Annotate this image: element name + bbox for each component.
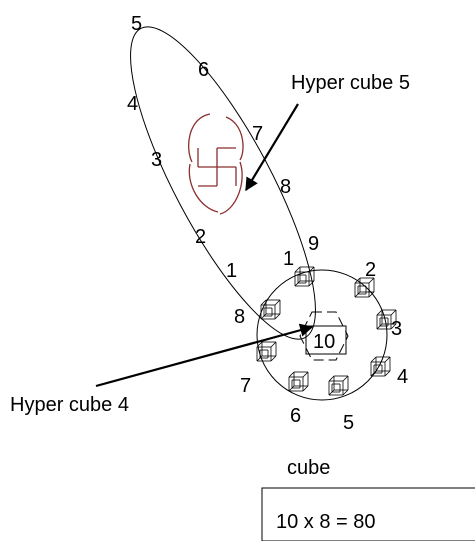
hypercube-icon: [288, 371, 309, 392]
large-orbit-ellipse: [130, 26, 316, 340]
ellipse-label-8: 8: [280, 176, 291, 198]
arrow-hyper-cube-5: [245, 103, 299, 192]
circle-label-3: 3: [391, 318, 402, 340]
ellipse-label-6: 6: [198, 59, 209, 81]
center-label-10: 10: [313, 331, 335, 353]
hypercube-icon: [354, 277, 375, 298]
ellipse-label-3: 3: [151, 149, 162, 171]
circle-label-1: 1: [283, 248, 294, 270]
ellipse-label-7: 7: [252, 123, 263, 145]
circle-label-5: 5: [343, 412, 354, 434]
annotation-hyper-cube-4: Hyper cube 4: [10, 394, 129, 416]
ellipse-label-4: 4: [127, 93, 138, 115]
ellipse-label-1: 1: [226, 260, 237, 282]
circle-label-7: 7: [240, 375, 251, 397]
circle-label-2: 2: [365, 259, 376, 281]
ellipse-label-5: 5: [131, 13, 142, 35]
circle-label-4: 4: [397, 366, 408, 388]
swastika-symbol: [188, 113, 244, 215]
arrow-hyper-cube-4: [95, 323, 314, 388]
circle-label-8: 8: [234, 306, 245, 328]
ellipse-label-2: 2: [195, 226, 206, 248]
caption-heading: cube: [287, 457, 330, 479]
hypercube-icon: [370, 356, 391, 377]
hypercube-icon: [294, 266, 315, 287]
formula-text: 10 x 8 = 80: [276, 511, 376, 533]
ellipse-label-9: 9: [308, 233, 319, 255]
hypercube-icon: [256, 341, 277, 362]
small-orbit-circle: [256, 269, 388, 401]
hypercube-icon: [376, 309, 397, 330]
hypercube-icon: [328, 375, 349, 396]
hypercube-icon: [260, 299, 281, 320]
formula-box: [261, 487, 475, 541]
center-box: [305, 325, 347, 355]
annotation-hyper-cube-5: Hyper cube 5: [291, 72, 410, 94]
circle-label-6: 6: [290, 405, 301, 427]
